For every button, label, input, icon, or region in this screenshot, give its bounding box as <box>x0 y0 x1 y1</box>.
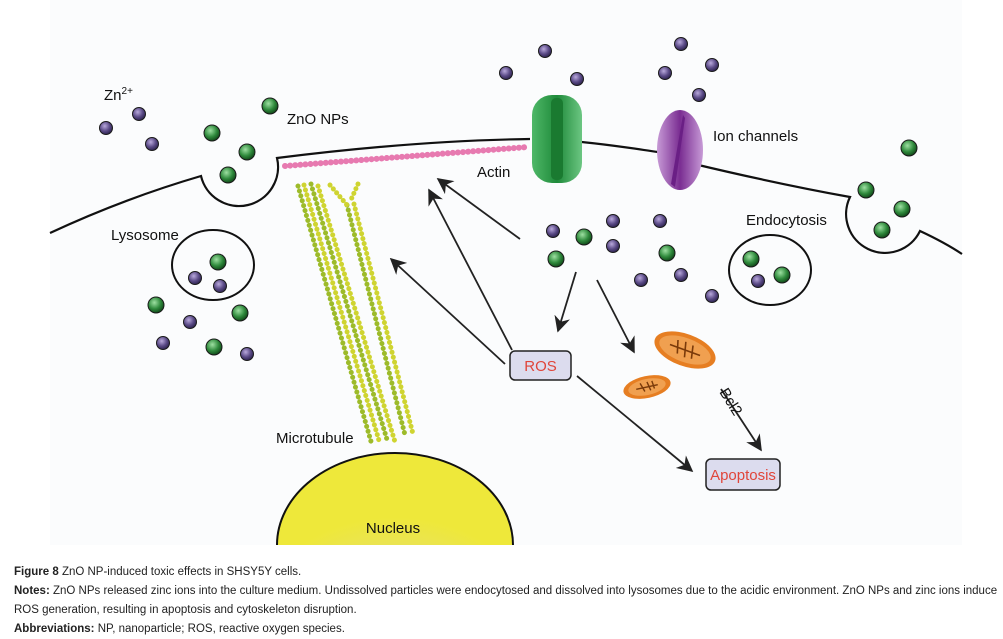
pathway-arrows <box>389 178 762 473</box>
zno-nanoparticle <box>231 304 249 322</box>
zno-nanoparticle <box>893 200 911 218</box>
arrow-ros-to-apoptosis <box>576 375 694 473</box>
endocytosis-label: Endocytosis <box>746 212 827 229</box>
zinc-ion <box>674 268 688 282</box>
zinc-ion <box>606 239 620 253</box>
zinc-ion <box>132 107 146 121</box>
ion-channels-label: Ion channels <box>713 128 798 145</box>
zno-nanoparticle <box>547 250 565 268</box>
figure-caption-title: Figure 8 ZnO NP-induced toxic effects in… <box>14 566 302 578</box>
zinc-ion <box>674 37 688 51</box>
zinc-ions <box>99 37 765 361</box>
lysosome-vesicle <box>171 229 255 301</box>
zinc-ion <box>145 137 159 151</box>
mitochondrion-large <box>654 331 716 369</box>
apoptosis-label: Apoptosis <box>710 467 776 484</box>
zinc-ion <box>156 336 170 350</box>
zinc-ion <box>705 289 719 303</box>
zinc-ion <box>658 66 672 80</box>
zinc-ion <box>213 279 227 293</box>
zinc-ion <box>606 214 620 228</box>
figure-caption-abbreviations: Abbreviations: NP, nanoparticle; ROS, re… <box>14 623 345 635</box>
apoptosis-box <box>705 458 781 491</box>
zno-nanoparticles <box>147 97 918 356</box>
zno-nanoparticle <box>773 266 791 284</box>
mitochondrion-small <box>623 375 671 399</box>
zno-nanoparticle <box>900 139 918 157</box>
zn-ion-label: Zn2+ <box>104 86 133 104</box>
ion-channel-protein <box>657 110 703 190</box>
zno-nanoparticle <box>873 221 891 239</box>
zinc-ion <box>634 273 648 287</box>
zno-nanoparticle <box>147 296 165 314</box>
zno-nanoparticle <box>658 244 676 262</box>
zinc-ion <box>240 347 254 361</box>
zno-nanoparticle <box>238 143 256 161</box>
nucleus-label: Nucleus <box>366 520 420 537</box>
zno-toxicity-diagram: ROS Apoptosis Zn2+ ZnO NPs Actin Ion cha… <box>49 0 963 545</box>
arrow-ros-to-actin <box>428 188 513 351</box>
arrow-ions-to-actin <box>436 178 521 240</box>
nucleus <box>276 452 514 545</box>
zno-nanoparticle <box>219 166 237 184</box>
zno-nanoparticle <box>575 228 593 246</box>
green-channel-protein <box>532 95 582 183</box>
zno-nanoparticle <box>209 253 227 271</box>
zinc-ion <box>538 44 552 58</box>
lysosome-label: Lysosome <box>111 227 179 244</box>
arrow-ions-to-mitochondria <box>596 279 635 354</box>
zinc-ion <box>751 274 765 288</box>
zinc-ion <box>570 72 584 86</box>
zno-nanoparticle <box>857 181 875 199</box>
zinc-ion <box>99 121 113 135</box>
zinc-ion <box>499 66 513 80</box>
zinc-ion <box>692 88 706 102</box>
microtubule-label: Microtubule <box>276 430 354 447</box>
zno-nanoparticle <box>203 124 221 142</box>
zno-nanoparticle <box>205 338 223 356</box>
actin-filament <box>282 144 531 169</box>
ros-label: ROS <box>524 358 557 375</box>
ros-box <box>509 350 572 381</box>
arrow-ions-to-ros <box>554 271 577 333</box>
zinc-ion <box>653 214 667 228</box>
zno-nanoparticle <box>742 250 760 268</box>
endocytic-vesicle <box>728 234 812 306</box>
zinc-ion <box>546 224 560 238</box>
zinc-ion <box>183 315 197 329</box>
actin-label: Actin <box>477 164 510 181</box>
diagram-background <box>50 0 962 545</box>
zinc-ion <box>705 58 719 72</box>
arrow-ros-to-microtubule <box>389 257 506 365</box>
arrow-bcl2-to-apoptosis <box>720 388 762 452</box>
figure-caption-notes: Notes: ZnO NPs released zinc ions into t… <box>14 585 998 616</box>
zno-nanoparticle <box>261 97 279 115</box>
zinc-ion <box>188 271 202 285</box>
zno-nps-label: ZnO NPs <box>287 111 349 128</box>
microtubule-bundle <box>295 181 416 448</box>
